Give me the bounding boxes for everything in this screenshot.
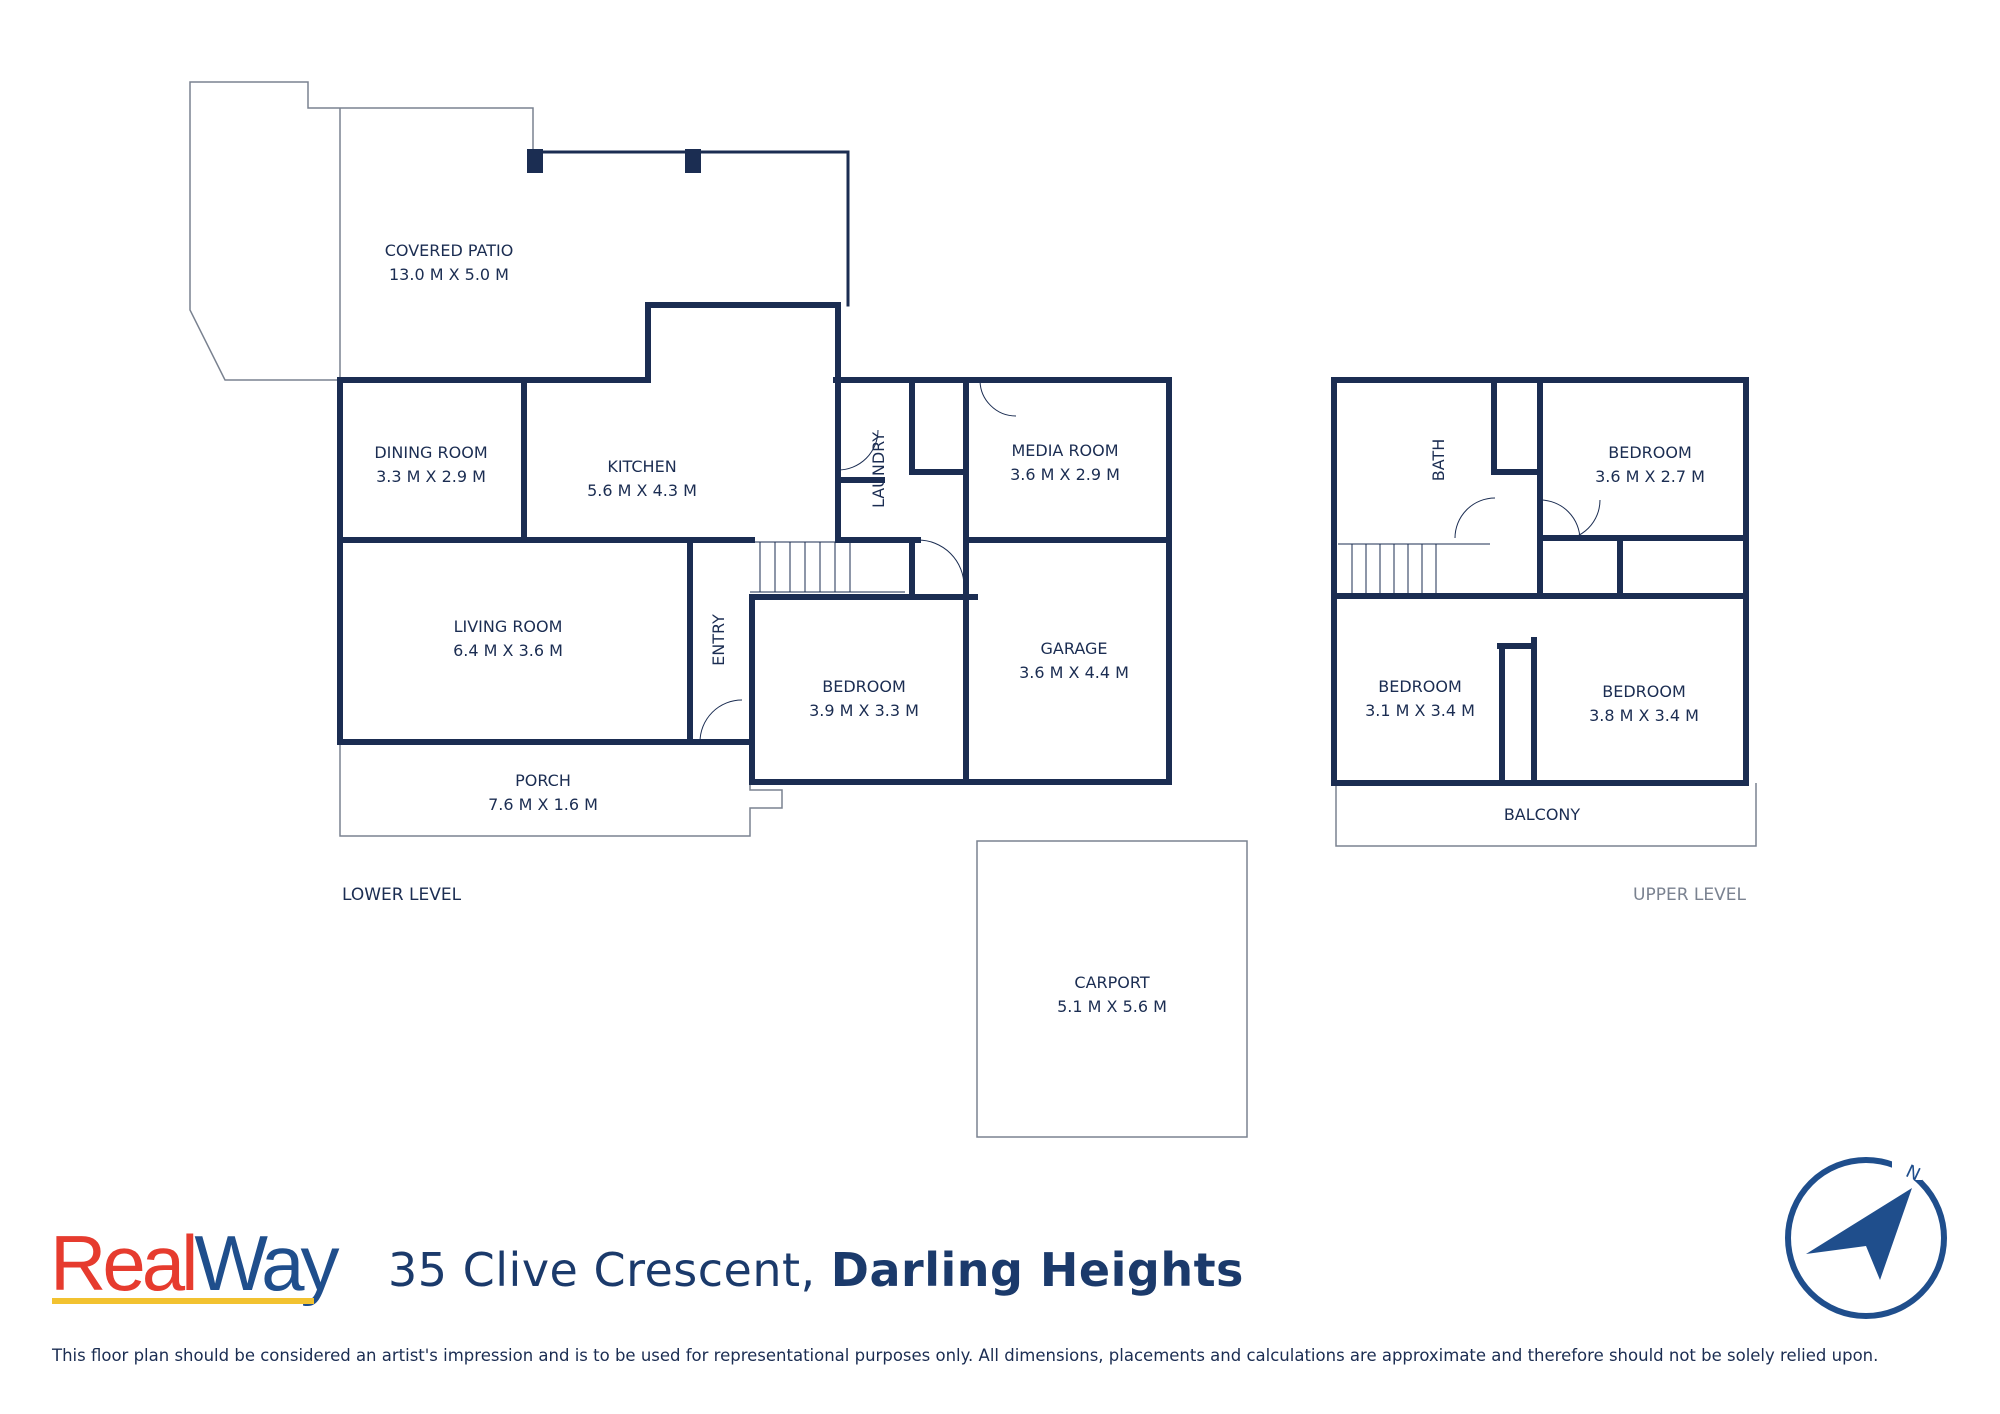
balcony-name: BALCONY <box>1504 805 1581 824</box>
dining-room-size: 3.3 M X 2.9 M <box>376 467 486 486</box>
logo-underline <box>52 1298 314 1304</box>
bedroom-upper-1-size: 3.6 M X 2.7 M <box>1595 467 1705 486</box>
lower-level-label: LOWER LEVEL <box>342 885 462 905</box>
suburb-name: Darling Heights <box>830 1243 1244 1297</box>
porch-size: 7.6 M X 1.6 M <box>488 795 598 814</box>
kitchen-name: KITCHEN <box>607 457 676 476</box>
porch-name: PORCH <box>515 771 571 790</box>
living-room-size: 6.4 M X 3.6 M <box>453 641 563 660</box>
upper-level-label: UPPER LEVEL <box>1633 885 1746 905</box>
property-address: 35 Clive Crescent, Darling Heights <box>388 1243 1244 1297</box>
carport-name: CARPORT <box>1074 973 1149 992</box>
walls <box>337 149 1749 786</box>
bedroom-upper-3-size: 3.8 M X 3.4 M <box>1589 706 1699 725</box>
compass-icon: N <box>1785 1150 1947 1319</box>
garage-size: 3.6 M X 4.4 M <box>1019 663 1129 682</box>
living-room-name: LIVING ROOM <box>454 617 563 636</box>
media-room-name: MEDIA ROOM <box>1011 441 1118 460</box>
lower-outer-wall <box>337 377 1172 785</box>
kitchen-size: 5.6 M X 4.3 M <box>587 481 697 500</box>
room-labels: COVERED PATIO 13.0 M X 5.0 M DINING ROOM… <box>374 241 1705 1016</box>
disclaimer-text: This floor plan should be considered an … <box>52 1346 1879 1365</box>
doors <box>699 379 1601 743</box>
logo-way-text: Way <box>194 1219 339 1307</box>
carport-size: 5.1 M X 5.6 M <box>1057 997 1167 1016</box>
carport-outline <box>976 840 1248 1138</box>
laundry-name: LAUNDRY <box>869 432 888 508</box>
entry-name: ENTRY <box>709 614 728 666</box>
covered-patio-size: 13.0 M X 5.0 M <box>389 265 509 284</box>
bedroom-upper-2-size: 3.1 M X 3.4 M <box>1365 701 1475 720</box>
media-room-size: 3.6 M X 2.9 M <box>1010 465 1120 484</box>
bedroom-upper-1-name: BEDROOM <box>1608 443 1692 462</box>
street-address: 35 Clive Crescent, <box>388 1243 816 1297</box>
patio-outline <box>189 81 534 381</box>
balcony-outline <box>1335 783 1757 847</box>
upper-outer-wall <box>1331 377 1749 786</box>
dining-room-name: DINING ROOM <box>374 443 487 462</box>
bedroom-lower-name: BEDROOM <box>822 677 906 696</box>
bedroom-upper-2-name: BEDROOM <box>1378 677 1462 696</box>
logo-real-text: Real <box>50 1219 198 1307</box>
thin-outlines <box>189 81 1757 1138</box>
porch-outline <box>339 742 783 837</box>
bedroom-lower-size: 3.9 M X 3.3 M <box>809 701 919 720</box>
stairs <box>750 541 1490 595</box>
garage-name: GARAGE <box>1041 639 1108 658</box>
covered-patio-name: COVERED PATIO <box>385 241 514 260</box>
bedroom-upper-3-name: BEDROOM <box>1602 682 1686 701</box>
realway-logo: RealWay <box>50 1218 350 1318</box>
bath-name: BATH <box>1429 439 1448 481</box>
